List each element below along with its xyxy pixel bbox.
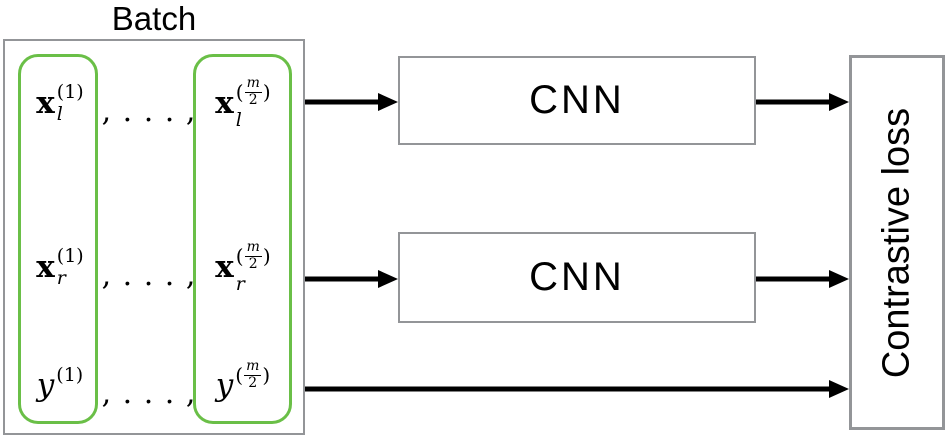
arrow-shaft xyxy=(305,99,381,105)
arrow-shaft xyxy=(305,386,832,392)
contrastive-loss-box: Contrastive loss xyxy=(849,55,945,430)
paren-open: ( xyxy=(235,80,244,104)
ellipsis: , . . . , xyxy=(101,93,197,129)
math-subscript: r xyxy=(235,272,245,295)
paren-open: ( xyxy=(235,244,244,268)
cnn-top-box: CNN xyxy=(398,56,756,145)
arrowhead-icon xyxy=(829,380,849,398)
math-base: x xyxy=(36,84,55,121)
arrowhead-icon xyxy=(378,270,398,288)
arrow-cnn-bottom-to-loss xyxy=(756,269,849,289)
arrow-shaft xyxy=(305,276,381,282)
contrastive-loss-label: Contrastive loss xyxy=(875,107,918,378)
math-superscript: (1) xyxy=(56,363,84,386)
arrow-xl-to-cnn-top xyxy=(305,92,398,112)
arrow-shaft xyxy=(756,99,832,105)
paren-close: ) xyxy=(262,244,271,268)
green-highlight-column-first-samples xyxy=(18,54,98,424)
paren-open: ( xyxy=(235,363,244,387)
ellipsis: , . . . , xyxy=(101,375,197,411)
arrowhead-icon xyxy=(829,93,849,111)
math-base: y xyxy=(215,366,234,403)
math-superscript: (1) xyxy=(56,244,84,267)
math-subscript: l xyxy=(235,108,242,131)
cnn-bottom-label: CNN xyxy=(529,255,625,299)
math-superscript: (1) xyxy=(56,80,84,103)
batch-title: Batch xyxy=(111,0,197,37)
cnn-top-label: CNN xyxy=(529,78,625,122)
cnn-bottom-box: CNN xyxy=(398,232,756,323)
paren-close: ) xyxy=(262,363,271,387)
math-base: x xyxy=(36,248,55,285)
math-y-first: y(1) xyxy=(17,339,103,431)
arrow-shaft xyxy=(756,276,832,282)
arrow-y-to-loss xyxy=(305,379,849,399)
paren-close: ) xyxy=(262,80,271,104)
math-subscript: r xyxy=(56,266,66,289)
math-xr-first: x(1)r xyxy=(17,221,103,313)
math-xl-first: x(1)l xyxy=(17,57,103,149)
arrow-xr-to-cnn-bottom xyxy=(305,269,398,289)
math-base: x xyxy=(215,248,234,285)
arrow-cnn-top-to-loss xyxy=(756,92,849,112)
ellipsis: , . . . , xyxy=(101,257,197,293)
batch-box xyxy=(3,39,305,435)
math-base: y xyxy=(36,366,55,403)
arrowhead-icon xyxy=(378,93,398,111)
math-base: x xyxy=(215,84,234,121)
arrowhead-icon xyxy=(829,270,849,288)
math-subscript: l xyxy=(56,102,63,125)
green-highlight-column-last-samples xyxy=(193,54,292,424)
